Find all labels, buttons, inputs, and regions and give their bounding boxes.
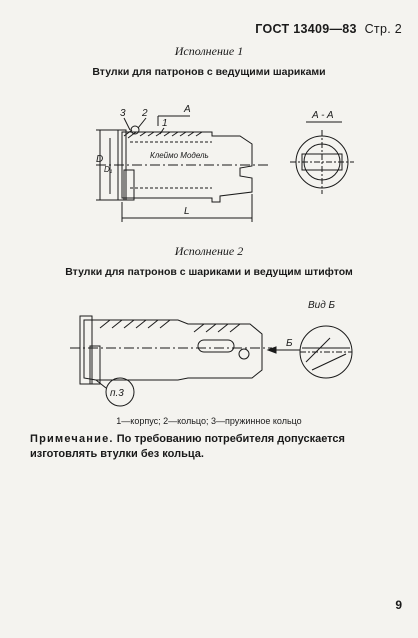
label-d1: D₁: [104, 165, 113, 174]
label-mark: Клеймо Модель: [150, 151, 209, 160]
variant-2-heading: Исполнение 2: [174, 244, 244, 258]
legend: 1—корпус; 2—кольцо; 3—пружинное кольцо: [116, 416, 302, 426]
drawing-variant-2: Вид Б Б п.3: [70, 300, 353, 407]
page-header: ГОСТ 13409—83 Стр. 2: [255, 22, 402, 36]
variant-2-title: Втулки для патронов с шариками и ведущим…: [65, 266, 353, 278]
label-arrow-b: Б: [286, 338, 293, 349]
standard-number: ГОСТ 13409—83: [255, 22, 357, 36]
note-lead: Примечание.: [30, 433, 114, 445]
label-view-b: Вид Б: [308, 300, 336, 311]
note: Примечание. По требованию потребителя до…: [30, 432, 402, 462]
label-arrow-a: A: [183, 104, 191, 115]
label-1: 1: [162, 118, 168, 129]
label-d: D: [96, 154, 103, 165]
page-number: 9: [395, 598, 402, 612]
drawing-variant-1: 3 2 1 A A - A D D₁ Клеймо Модель L: [96, 104, 354, 222]
page-label: Стр. 2: [364, 22, 402, 36]
variant-1-heading: Исполнение 1: [174, 44, 244, 58]
label-l: L: [184, 206, 190, 217]
label-ref: п.3: [110, 388, 124, 399]
label-3: 3: [120, 108, 126, 119]
variant-1-title: Втулки для патронов с ведущими шариками: [92, 66, 326, 78]
label-section-aa: A - A: [311, 110, 334, 121]
label-2: 2: [141, 108, 148, 119]
note-text: По требованию потребителя допускается из…: [30, 433, 345, 460]
